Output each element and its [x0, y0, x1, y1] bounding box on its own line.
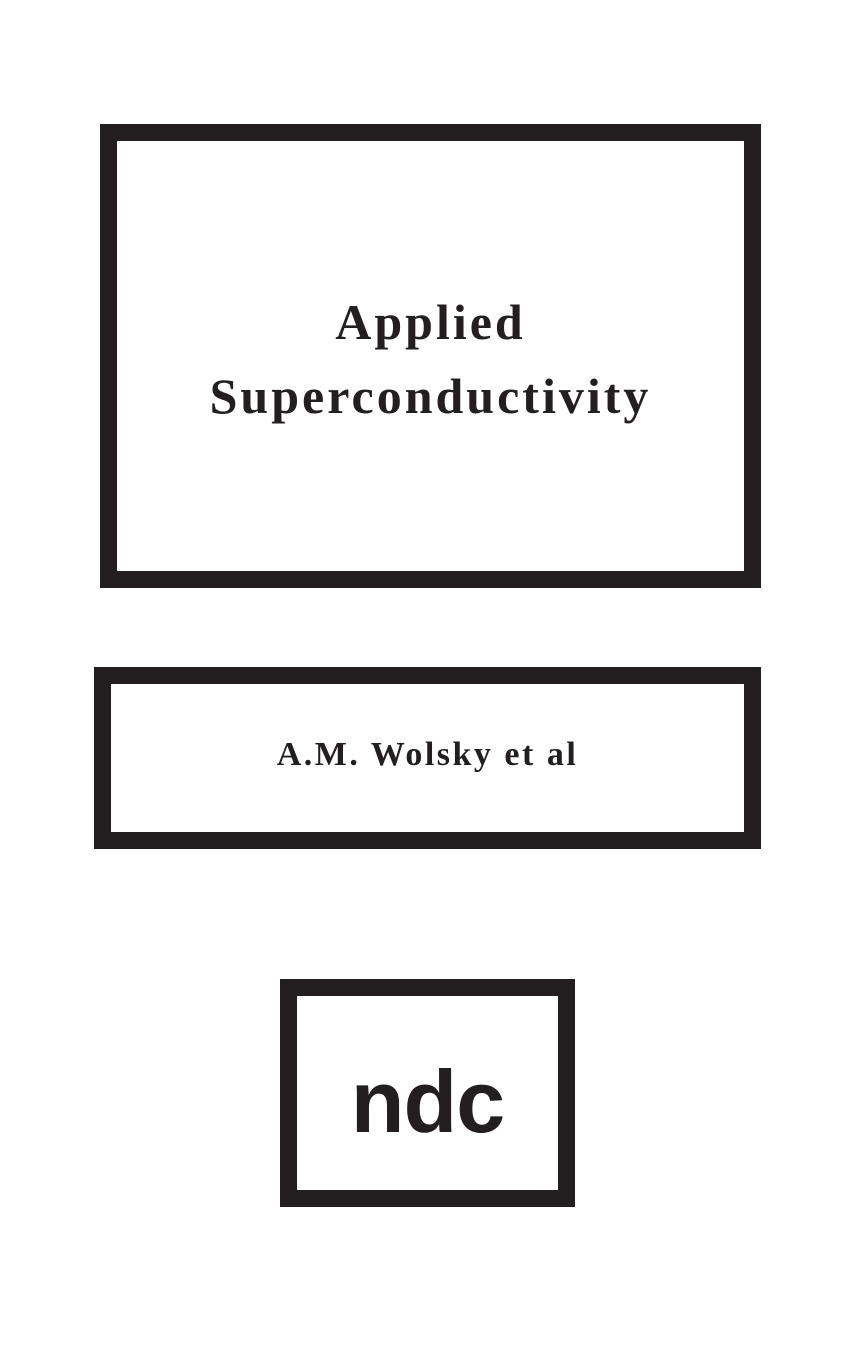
publisher-logo-frame: ndc — [280, 979, 575, 1207]
author-frame: A.M. Wolsky et al — [94, 667, 761, 849]
publisher-logo: ndc — [350, 1052, 505, 1151]
title-line-2: Superconductivity — [209, 368, 652, 424]
title-line-1: Applied — [335, 294, 526, 350]
title-frame: Applied Superconductivity — [100, 124, 761, 588]
author-name: A.M. Wolsky et al — [276, 736, 579, 773]
